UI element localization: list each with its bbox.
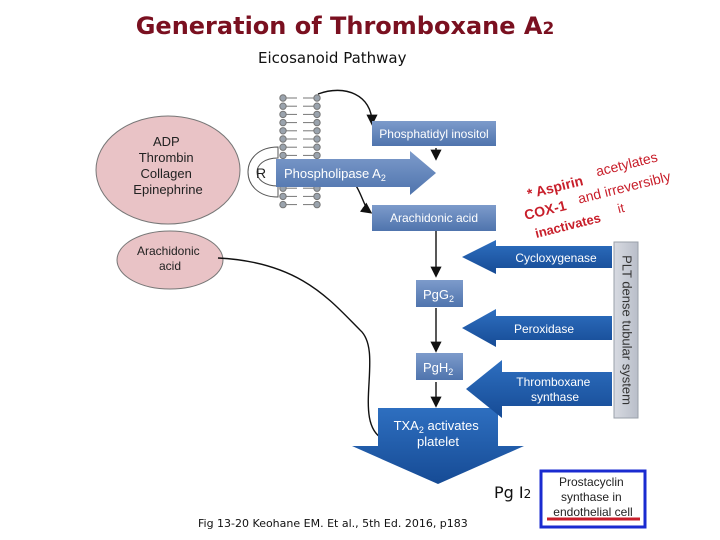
plt-system-label: PLT dense tubular system — [620, 255, 635, 405]
lipid-head — [279, 135, 287, 143]
lipid-head — [313, 118, 321, 127]
txa2-line2: platelet — [417, 434, 459, 449]
connector-lines — [217, 89, 442, 441]
lipid-head — [313, 143, 321, 151]
pgg2-box — [416, 280, 463, 307]
phosphatidyl-inositol-box — [372, 121, 496, 146]
agonist-ellipse — [95, 115, 241, 225]
pgh2-box — [416, 353, 463, 380]
page-title: Generation of Thromboxane A2 — [135, 12, 555, 40]
lipid-head — [313, 200, 321, 209]
pgg2-label: PgG2 — [423, 287, 454, 304]
receptor-shape — [247, 146, 279, 198]
svg-text:Prostacyclin synthase in: Prostacyclin synthase in endothelial cel… — [553, 475, 632, 519]
receptor-label: R — [256, 165, 266, 181]
pgi2-label: Pg I2 — [494, 483, 532, 502]
prostacyclin-line2: synthase in — [561, 490, 622, 504]
arachidonic-acid-box — [372, 205, 496, 231]
prostacyclin-line1: Prostacyclin — [559, 475, 624, 489]
lipid-head — [313, 192, 321, 201]
arachidonic-ellipse — [116, 230, 224, 290]
lipid-head — [313, 127, 321, 135]
cyclooxygenase-label: Cycloxygenase — [515, 251, 597, 265]
svg-text:ADP Thrombin Collagen: ADP Thrombin Collagen Epinephrine — [133, 134, 202, 197]
peroxidase-arrow — [462, 309, 612, 347]
prostacyclin-line3: endothelial cell — [553, 505, 632, 519]
lipid-head — [313, 102, 321, 110]
lipid-head — [313, 135, 321, 143]
arachidonic-ext-line2: acid — [159, 259, 181, 273]
lipid-head — [279, 192, 287, 201]
thromboxane-synthase-arrow — [466, 360, 612, 418]
membrane-phospholipids — [279, 94, 321, 209]
irreversibly-label: and irreversibly — [576, 168, 672, 206]
txa2-arrow — [352, 408, 524, 484]
thromboxane-synthase-line2: synthase — [531, 390, 579, 404]
cyclooxygenase-arrow — [462, 240, 612, 274]
aspirin-note: * Aspirin acetylates COX-1 and irreversi… — [523, 149, 673, 241]
lipid-head — [279, 118, 287, 127]
arachidonic-ext-line1: Arachidonic — [137, 244, 200, 258]
svg-text:Thromboxane synthase: Thromboxane synthase — [516, 375, 593, 404]
pgh2-label: PgH2 — [423, 360, 453, 377]
aspirin-label: * Aspirin — [525, 172, 584, 201]
agonist-adp: ADP — [153, 134, 180, 149]
lipid-head — [279, 102, 287, 110]
arachidonic-acid-label: Arachidonic acid — [390, 211, 478, 225]
lipid-head — [279, 127, 287, 135]
lipid-head — [279, 151, 287, 160]
thromboxane-synthase-line1: Thromboxane — [516, 375, 590, 389]
lipid-head — [279, 94, 287, 102]
lipid-head — [313, 151, 321, 160]
txa2-line1: TXA2 activates — [394, 418, 480, 435]
lipid-head — [313, 110, 321, 119]
plt-dense-tubular-bar — [613, 241, 639, 419]
lipid-head — [279, 110, 287, 119]
lipid-head — [313, 94, 321, 102]
lipid-head — [279, 200, 287, 209]
peroxidase-label: Peroxidase — [514, 322, 574, 336]
phospholipase-label: Phospholipase A2 — [284, 166, 386, 183]
svg-text:Arachidonic acid: Arachidonic acid — [137, 244, 203, 273]
lipid-head — [279, 143, 287, 151]
phospholipase-arrow — [276, 151, 436, 195]
phosphatidyl-inositol-label: Phosphatidyl inositol — [379, 127, 488, 141]
figure-caption: Fig 13-20 Keohane EM. Et al., 5th Ed. 20… — [198, 517, 468, 530]
agonist-thrombin: Thrombin — [139, 150, 194, 165]
svg-text:TXA2 activates platelet: TXA2 activates platelet — [394, 418, 483, 449]
it-label: it — [616, 200, 626, 216]
agonist-epinephrine: Epinephrine — [133, 182, 202, 197]
page-subtitle: Eicosanoid Pathway — [258, 49, 407, 67]
agonist-collagen: Collagen — [141, 166, 192, 181]
